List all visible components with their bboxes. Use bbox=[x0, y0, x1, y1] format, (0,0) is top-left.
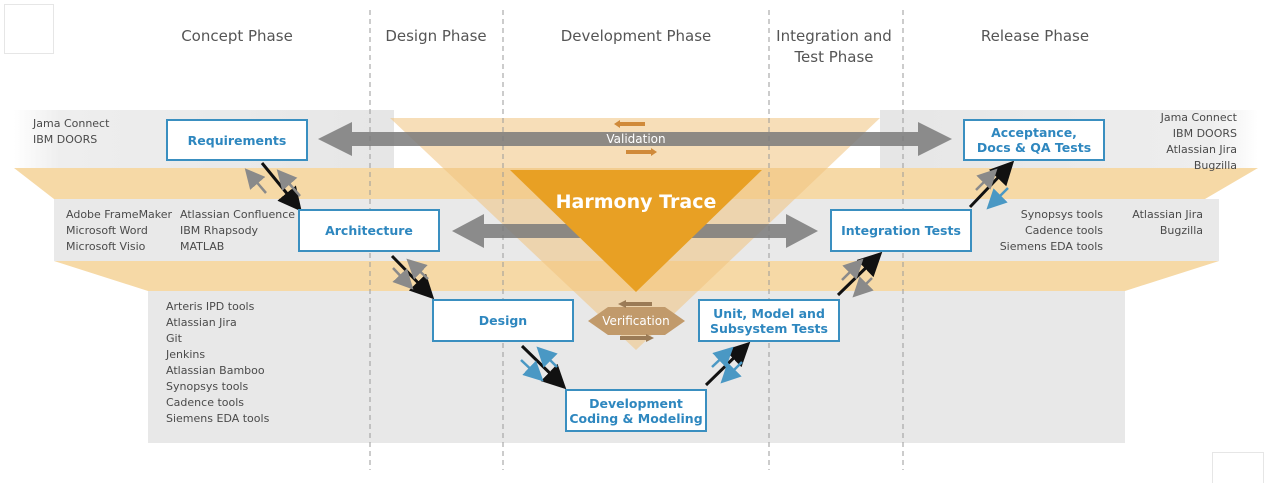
tool-item: Bugzilla bbox=[1193, 159, 1237, 172]
tool-item: Jama Connect bbox=[1160, 111, 1237, 124]
unit-tests-box[interactable]: Unit, Model and Subsystem Tests bbox=[698, 299, 840, 342]
tool-item: IBM Rhapsody bbox=[180, 224, 259, 237]
phase-concept: Concept Phase bbox=[181, 27, 293, 45]
acceptance-label-line2: Docs & QA Tests bbox=[976, 140, 1092, 155]
tool-item: Jenkins bbox=[166, 348, 206, 361]
tool-item: Atlassian Jira bbox=[1166, 143, 1237, 156]
development-label-line1: Development bbox=[589, 395, 683, 411]
integration-tests-box[interactable]: Integration Tests bbox=[830, 209, 972, 252]
design-label: Design bbox=[478, 313, 528, 328]
development-box[interactable]: Development Coding & Modeling bbox=[565, 389, 707, 432]
tools-integration-col2: Atlassian Jira Bugzilla bbox=[1113, 207, 1203, 239]
corner-mark-bottom-right bbox=[1212, 452, 1264, 483]
validation-arrow bbox=[318, 122, 952, 156]
tool-item: Microsoft Visio bbox=[66, 240, 146, 253]
tool-item: IBM DOORS bbox=[33, 133, 98, 146]
phase-design: Design Phase bbox=[385, 27, 487, 45]
phase-integration-line2: Test Phase bbox=[794, 48, 874, 66]
phase-release: Release Phase bbox=[980, 27, 1090, 45]
integration-tests-label: Integration Tests bbox=[841, 223, 961, 238]
tool-item: Git bbox=[166, 332, 182, 345]
tool-item: Cadence tools bbox=[1024, 224, 1103, 237]
phase-development: Development Phase bbox=[560, 27, 712, 45]
phase-integration: Integration and Test Phase bbox=[770, 26, 898, 68]
unit-tests-label-line2: Subsystem Tests bbox=[710, 320, 828, 336]
tool-item: Jama Connect bbox=[33, 117, 110, 130]
verification-arrow bbox=[588, 307, 685, 335]
architecture-box[interactable]: Architecture bbox=[298, 209, 440, 252]
tool-item: IBM DOORS bbox=[1172, 127, 1237, 140]
design-box[interactable]: Design bbox=[432, 299, 574, 342]
validation-label: Validation bbox=[606, 132, 666, 146]
tools-architecture-col1: Adobe FrameMaker Microsoft Word Microsof… bbox=[66, 207, 172, 255]
acceptance-box[interactable]: Acceptance, Docs & QA Tests bbox=[963, 119, 1105, 161]
tool-item: Atlassian Jira bbox=[1132, 208, 1203, 221]
tool-item: Atlassian Bamboo bbox=[166, 364, 265, 377]
acceptance-label-line1: Acceptance, bbox=[991, 125, 1077, 140]
tool-item: Siemens EDA tools bbox=[999, 240, 1103, 253]
harmony-trace-title: Harmony Trace bbox=[555, 191, 717, 213]
tools-acceptance: Jama Connect IBM DOORS Atlassian Jira Bu… bbox=[1125, 110, 1237, 174]
requirements-box[interactable]: Requirements bbox=[166, 119, 308, 161]
tool-item: Synopsys tools bbox=[166, 380, 249, 393]
verification-label: Verification bbox=[602, 314, 670, 328]
tool-item: Arteris IPD tools bbox=[166, 300, 255, 313]
tool-item: Synopsys tools bbox=[1020, 208, 1103, 221]
tool-item: Adobe FrameMaker bbox=[66, 208, 173, 221]
tool-item: Bugzilla bbox=[1159, 224, 1203, 237]
tools-architecture-col2: Atlassian Confluence IBM Rhapsody MATLAB bbox=[180, 207, 295, 255]
tool-item: Siemens EDA tools bbox=[166, 412, 270, 425]
tool-item: Atlassian Confluence bbox=[180, 208, 296, 221]
architecture-label: Architecture bbox=[325, 223, 413, 238]
tool-item: Atlassian Jira bbox=[166, 316, 237, 329]
tool-item: Cadence tools bbox=[166, 396, 245, 409]
requirements-label: Requirements bbox=[187, 132, 287, 148]
phase-integration-line1: Integration and bbox=[776, 27, 892, 45]
tools-integration-col1: Synopsys tools Cadence tools Siemens EDA… bbox=[990, 207, 1103, 255]
corner-mark-top-left bbox=[4, 4, 54, 54]
tools-requirements: Jama Connect IBM DOORS bbox=[33, 116, 109, 148]
development-label-line2: Coding & Modeling bbox=[569, 410, 703, 426]
unit-tests-label-line1: Unit, Model and bbox=[713, 305, 825, 321]
tool-item: Microsoft Word bbox=[66, 224, 148, 237]
tool-item: MATLAB bbox=[180, 240, 225, 253]
tools-design: Arteris IPD tools Atlassian Jira Git Jen… bbox=[166, 299, 269, 427]
harmony-trace-triangle bbox=[510, 170, 762, 292]
